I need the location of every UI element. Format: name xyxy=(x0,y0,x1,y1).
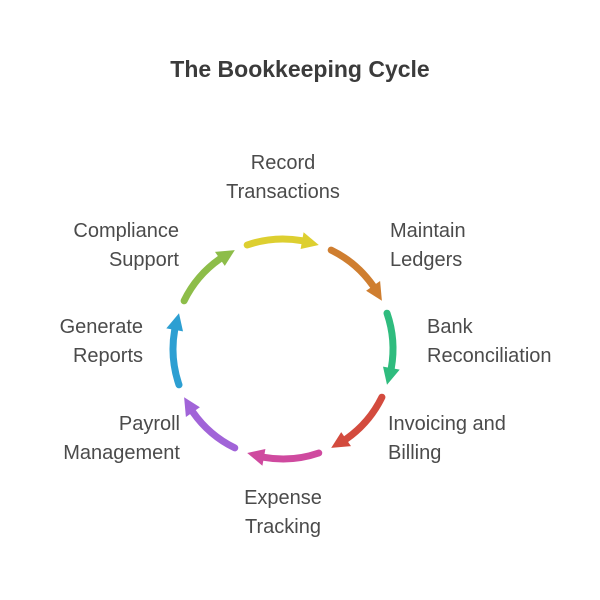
label-record-transactions: Record Transactions xyxy=(163,149,403,207)
label-line: Support xyxy=(108,249,179,271)
label-line: Billing xyxy=(388,442,442,464)
cycle-arrow-generate-reports xyxy=(169,326,183,389)
cycle-arrowhead-maintain-ledgers xyxy=(366,281,382,301)
label-generate-reports: Generate Reports xyxy=(60,313,143,371)
cycle-arrow-payroll-management xyxy=(189,408,239,452)
cycle-arrowhead-compliance-support xyxy=(215,250,235,266)
page-title: The Bookkeeping Cycle xyxy=(170,56,430,82)
cycle-arrow-compliance-support xyxy=(180,255,224,305)
cycle-arrowhead-generate-reports xyxy=(166,313,183,332)
cycle-arrow-maintain-ledgers xyxy=(327,246,377,290)
cycle-arrow-record-transactions xyxy=(243,235,306,249)
label-line: Generate xyxy=(59,316,143,338)
cycle-arrowhead-expense-tracking xyxy=(247,449,266,466)
label-line: Compliance xyxy=(73,220,179,242)
label-line: Maintain xyxy=(390,220,466,242)
cycle-arrowhead-record-transactions xyxy=(300,232,319,249)
cycle-arrowhead-payroll-management xyxy=(184,397,200,417)
label-payroll-management: Payroll Management xyxy=(63,410,180,468)
label-line: Transactions xyxy=(226,181,340,203)
cycle-arrow-bank-reconciliation xyxy=(383,309,397,372)
label-line: Ledgers xyxy=(390,249,463,271)
label-line: Tracking xyxy=(245,516,321,538)
label-line: Invoicing and xyxy=(388,413,506,435)
cycle-arrowhead-invoicing-billing xyxy=(331,432,351,448)
cycle-arrow-expense-tracking xyxy=(260,449,323,463)
label-line: Expense xyxy=(244,487,322,509)
label-compliance-support: Compliance Support xyxy=(73,217,179,275)
label-line: Payroll xyxy=(118,413,180,435)
cycle-arrowhead-bank-reconciliation xyxy=(383,366,400,385)
label-line: Management xyxy=(63,442,180,464)
label-line: Reports xyxy=(72,345,143,367)
label-line: Reconciliation xyxy=(427,345,552,367)
label-line: Record xyxy=(250,152,316,174)
label-maintain-ledgers: Maintain Ledgers xyxy=(390,217,466,275)
label-line: Bank xyxy=(427,316,473,338)
label-expense-tracking: Expense Tracking xyxy=(163,484,403,542)
cycle-arrow-invoicing-billing xyxy=(342,393,386,443)
label-invoicing-billing: Invoicing and Billing xyxy=(388,410,506,468)
label-bank-reconciliation: Bank Reconciliation xyxy=(427,313,552,371)
